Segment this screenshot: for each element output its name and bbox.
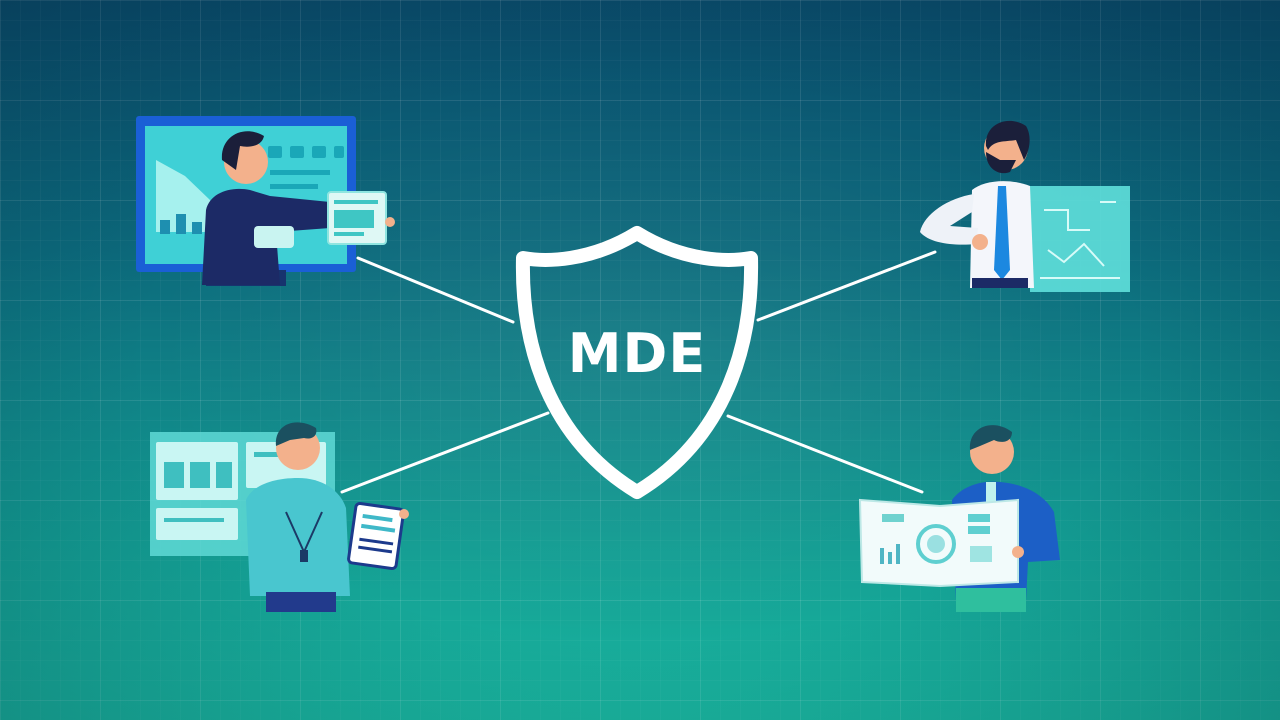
analyst-hair [221,131,264,170]
businessman-legs [972,278,1028,288]
reporter-hand [1012,546,1024,558]
user-report-illustration [858,425,1060,612]
user-badge [300,550,308,562]
reporter-legs [956,588,1026,612]
reporter-collar [986,482,996,504]
tablet-device [347,501,405,571]
businessman-arm [920,194,978,245]
connector-bottom-right [726,414,924,494]
screen-area-graph [156,160,222,232]
connectors [340,250,937,494]
user-hair [275,422,317,446]
shield-label: MDE [568,322,706,385]
analyst-held-card [254,226,294,248]
connector-top-left [356,256,515,324]
tablet-screen-lines [358,513,396,554]
reporter-hair [969,425,1012,450]
shield-icon [515,226,759,499]
businessman-hand [972,234,988,250]
businessman-hair [985,120,1030,160]
report-content [880,514,992,564]
businessman-beard [986,152,1016,174]
connector-bottom-left [340,411,550,494]
user-legs [266,592,336,612]
presentation-board [1030,186,1130,292]
board-sketches [1040,201,1120,279]
clipboard-lines [334,200,378,236]
connector-top-right [756,250,937,322]
analyst-dashboard-illustration [136,116,395,286]
businessman-tie [994,186,1010,280]
shield-node: MDE [515,226,759,499]
screen-bars [160,214,202,234]
screen-icons [268,146,344,189]
analyst-hand [385,217,395,227]
user-hand [399,509,409,519]
user-tablet-illustration [150,422,409,612]
businessman-presentation-illustration [920,120,1130,292]
